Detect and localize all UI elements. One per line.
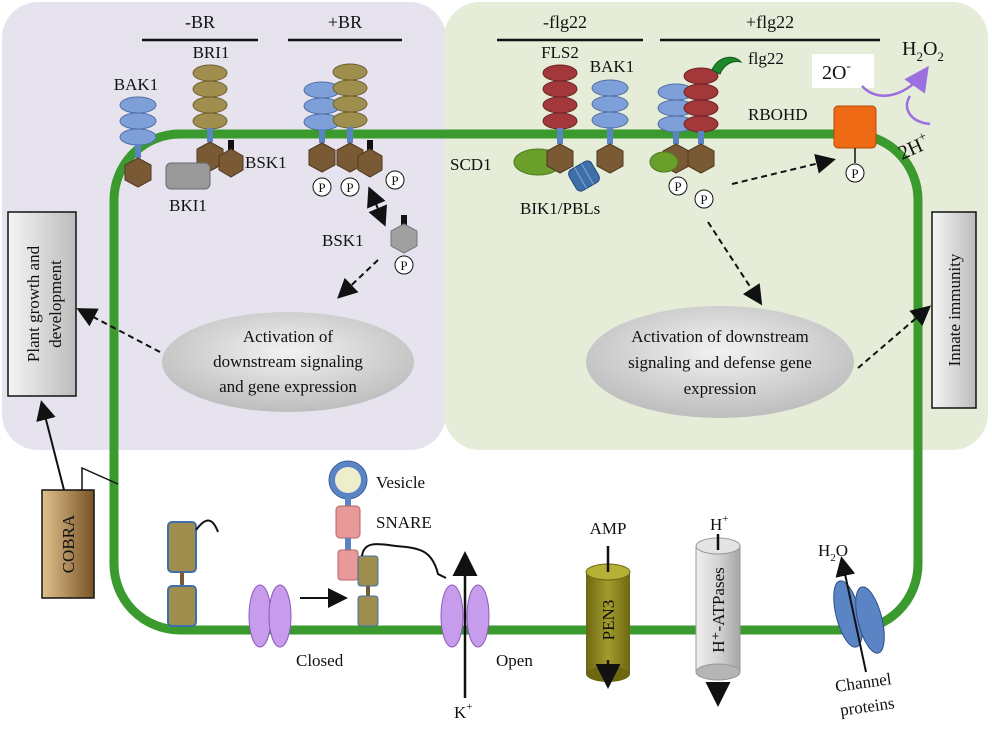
br-ellipse-line3: and gene expression xyxy=(219,377,357,396)
ros-arrow xyxy=(861,65,929,97)
flg22-label: flg22 xyxy=(748,49,784,68)
bsk1-free: P xyxy=(390,215,418,275)
fls2-receptor xyxy=(542,64,578,144)
bki1-protein xyxy=(165,162,211,190)
superoxide-label: 2O- xyxy=(822,58,851,84)
flg22-downstream-ellipse xyxy=(586,306,854,418)
fls2-label: FLS2 xyxy=(541,43,579,62)
fls2-kinase xyxy=(546,143,574,174)
proton-arrow xyxy=(905,95,931,126)
minus-flg22-label: -flg22 xyxy=(543,12,587,32)
flg22-ligand xyxy=(711,56,743,75)
pen3-label: PEN3 xyxy=(599,600,618,641)
cobra-like-protein xyxy=(167,519,219,627)
h-atpase xyxy=(695,534,741,707)
fls2-receptor-flg22 xyxy=(683,67,719,174)
growth-arrow xyxy=(76,308,161,353)
rbohd-protein xyxy=(833,105,877,149)
plant-growth-line2: development xyxy=(46,260,65,348)
rbohd-phospho xyxy=(845,163,865,183)
channel-label-line2: proteins xyxy=(839,693,896,719)
scd1-label: SCD1 xyxy=(450,155,492,174)
innate-immunity-label: Innate immunity xyxy=(945,253,964,366)
closed-label: Closed xyxy=(296,651,344,670)
snare-label: SNARE xyxy=(376,513,432,532)
channel-label-line1: Channel xyxy=(834,669,893,696)
rbohd-label: RBOHD xyxy=(748,105,808,124)
k-ion-label: K+ xyxy=(454,701,473,722)
ion-channel-open xyxy=(440,551,490,698)
immunity-arrow xyxy=(857,305,932,369)
bsk1-top-label: BSK1 xyxy=(245,153,287,172)
pen3-transporter xyxy=(585,546,631,689)
bik1-label: BIK1/PBLs xyxy=(520,199,600,218)
svg-text:P: P xyxy=(400,258,407,273)
bsk1-br xyxy=(357,140,383,178)
bsk1-release-arrow xyxy=(367,186,387,227)
bak1-receptor-left xyxy=(119,96,157,188)
bri1-receptor xyxy=(192,64,228,172)
svg-text:P: P xyxy=(700,192,707,207)
scd1-flg22 xyxy=(649,151,679,173)
bak1-right-label: BAK1 xyxy=(590,57,634,76)
superoxide-box xyxy=(812,54,874,88)
svg-text:P: P xyxy=(674,179,681,194)
h2o-label: H2O xyxy=(818,541,848,564)
bak1-receptor-br xyxy=(303,81,341,173)
flg22-ellipse-line1: Activation of downstream xyxy=(631,327,809,346)
h-ion-label: H+ xyxy=(710,513,729,534)
cell-membrane xyxy=(109,129,923,635)
innate-immunity-box xyxy=(931,211,977,409)
bak1-receptor-right xyxy=(591,79,629,174)
flg22-signal-arrow xyxy=(707,221,763,306)
cobra-box xyxy=(41,489,95,599)
atpase-label: H⁺-ATPases xyxy=(709,567,728,652)
bri1-label: BRI1 xyxy=(193,43,230,62)
bri1-receptor-br xyxy=(332,63,368,173)
svg-text:P: P xyxy=(318,180,325,195)
br-ellipse-line1: Activation of xyxy=(243,327,334,346)
br-signal-arrow xyxy=(337,259,379,299)
bsk1-anchored xyxy=(218,140,244,178)
amp-label: AMP xyxy=(590,519,627,538)
bsk1-free-label: BSK1 xyxy=(322,231,364,250)
rbohd-activation-arrow xyxy=(731,154,836,185)
bak1-left-label: BAK1 xyxy=(114,75,158,94)
flg22-ellipse-line2: signaling and defense gene xyxy=(628,353,812,372)
svg-text:P: P xyxy=(391,173,398,188)
minus-br-label: -BR xyxy=(185,12,215,32)
plant-growth-box xyxy=(7,211,77,397)
open-label: Open xyxy=(496,651,533,670)
cobra-label: COBRA xyxy=(59,514,78,573)
br-ellipse-line2: downstream signaling xyxy=(213,352,363,371)
vesicle-label: Vesicle xyxy=(376,473,425,492)
bki1-label: BKI1 xyxy=(169,196,207,215)
svg-text:P: P xyxy=(346,180,353,195)
plant-growth-line1: Plant growth and xyxy=(24,245,43,362)
ion-channel-closed xyxy=(248,584,292,648)
cobra-arrow xyxy=(36,400,65,491)
vesicle-snare xyxy=(328,460,447,627)
phospho-markers-br: P P P xyxy=(312,170,405,197)
phospho-markers-flg22: P P xyxy=(668,176,714,209)
water-channel xyxy=(833,556,885,673)
plus-flg22-label: +flg22 xyxy=(746,12,794,32)
plus-br-label: +BR xyxy=(328,12,362,32)
h2o2-label: H2O2 xyxy=(902,38,944,64)
svg-text:P: P xyxy=(851,166,858,181)
bik1-protein xyxy=(568,160,600,192)
br-downstream-ellipse xyxy=(162,312,414,412)
flg22-ellipse-line3: expression xyxy=(684,379,757,398)
cobra-anchor xyxy=(81,466,119,490)
